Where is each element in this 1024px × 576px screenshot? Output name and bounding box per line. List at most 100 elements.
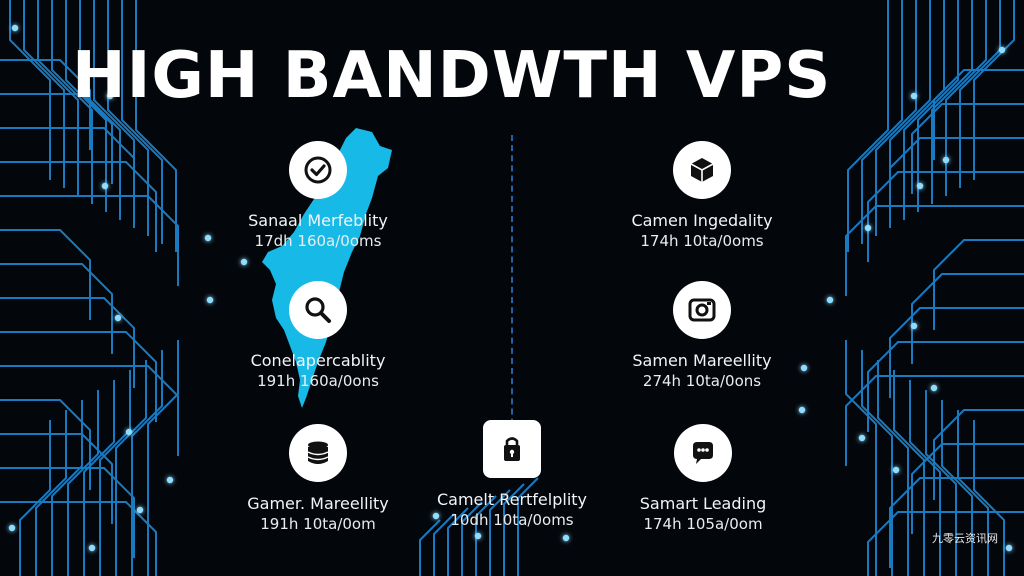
circuit-trace bbox=[925, 390, 957, 576]
circuit-trace bbox=[945, 0, 987, 196]
circuit-trace bbox=[847, 0, 889, 252]
feature-item: Camen Ingedality 174h 10ta/0oms bbox=[582, 141, 822, 251]
center-divider bbox=[511, 135, 513, 455]
circuit-node bbox=[125, 428, 133, 436]
circuit-node bbox=[106, 92, 114, 100]
circuit-trace bbox=[867, 341, 1024, 432]
circuit-node bbox=[88, 544, 96, 552]
circuit-trace bbox=[933, 239, 1024, 330]
circuit-trace bbox=[0, 297, 135, 388]
feature-subtitle: 191h 10ta/0om bbox=[260, 515, 376, 533]
circuit-trace bbox=[889, 307, 1024, 398]
circuit-node bbox=[1005, 544, 1013, 552]
circuit-trace bbox=[861, 0, 903, 244]
circuit-node bbox=[930, 384, 938, 392]
circuit-trace bbox=[83, 380, 115, 576]
feature-item: Sanaal Merfeblity 17dh 160a/0oms bbox=[198, 141, 438, 251]
circuit-trace bbox=[419, 519, 441, 576]
circuit-trace bbox=[0, 501, 157, 576]
circuit-trace bbox=[877, 360, 909, 576]
circuit-node bbox=[892, 466, 900, 474]
circuit-node bbox=[240, 258, 248, 266]
circuit-trace bbox=[51, 400, 83, 576]
checkmark-icon bbox=[289, 141, 347, 199]
feature-title: Camelt Rertfelplity bbox=[436, 490, 587, 509]
feature-subtitle: 10dh 10ta/0oms bbox=[450, 511, 574, 529]
circuit-trace bbox=[893, 370, 925, 576]
circuit-trace bbox=[845, 340, 877, 576]
feature-subtitle: 274h 10ta/0ons bbox=[642, 372, 762, 390]
circuit-trace bbox=[35, 410, 67, 576]
watermark-text: 九零云资讯网 bbox=[932, 532, 998, 545]
circuit-trace bbox=[911, 273, 1024, 364]
circuit-trace bbox=[503, 483, 525, 576]
feature-subtitle: 191h 160a/0ons bbox=[257, 372, 379, 390]
circuit-trace bbox=[107, 0, 149, 236]
circuit-node bbox=[798, 406, 806, 414]
circuit-trace bbox=[867, 511, 1024, 576]
circuit-node bbox=[206, 296, 214, 304]
circuit-trace bbox=[135, 0, 177, 252]
circuit-node bbox=[8, 524, 16, 532]
circuit-node bbox=[916, 182, 924, 190]
circuit-trace bbox=[475, 495, 497, 576]
database-icon bbox=[289, 424, 347, 482]
circuit-trace bbox=[65, 0, 107, 212]
feature-subtitle: 174h 10ta/0oms bbox=[640, 232, 764, 250]
circuit-trace bbox=[0, 331, 157, 422]
circuit-node bbox=[562, 534, 570, 542]
circuit-node bbox=[11, 24, 19, 32]
feature-item: Conelapercablity 191h 160a/0ons bbox=[198, 281, 438, 391]
circuit-trace bbox=[37, 0, 79, 196]
circuit-trace bbox=[909, 380, 941, 576]
circuit-trace bbox=[889, 477, 1024, 568]
feature-item: Gamer. Mareellity 191h 10ta/0om bbox=[198, 424, 438, 534]
feature-item: Samen Mareellity 274h 10ta/0ons bbox=[582, 281, 822, 391]
circuit-trace bbox=[433, 513, 455, 576]
circuit-trace bbox=[941, 400, 973, 576]
circuit-trace bbox=[0, 229, 91, 320]
circuit-node bbox=[136, 506, 144, 514]
circuit-trace bbox=[447, 507, 469, 576]
feature-title: Conelapercablity bbox=[250, 351, 386, 370]
circuit-trace bbox=[931, 0, 973, 204]
circuit-trace bbox=[131, 350, 163, 576]
circuit-trace bbox=[903, 0, 945, 220]
circuit-trace bbox=[911, 103, 1024, 194]
circuit-node bbox=[474, 532, 482, 540]
circuit-trace bbox=[933, 409, 1024, 500]
circuit-trace bbox=[79, 0, 121, 220]
lock-tag-icon bbox=[483, 420, 541, 478]
circuit-node bbox=[826, 296, 834, 304]
circuit-node bbox=[114, 314, 122, 322]
page-title: HIGH BANDWTH VPS bbox=[72, 39, 832, 113]
circuit-trace bbox=[917, 0, 959, 212]
circuit-trace bbox=[517, 477, 539, 576]
cube-icon bbox=[673, 141, 731, 199]
circuit-trace bbox=[875, 0, 917, 236]
circuit-trace bbox=[9, 0, 51, 180]
circuit-trace bbox=[861, 350, 893, 576]
circuit-node bbox=[800, 364, 808, 372]
circuit-trace bbox=[933, 69, 1024, 160]
circuit-node bbox=[942, 156, 950, 164]
feature-item: Camelt Rertfelplity 10dh 10ta/0oms bbox=[392, 420, 632, 530]
circuit-node bbox=[101, 182, 109, 190]
circuit-trace bbox=[67, 390, 99, 576]
magnifier-icon bbox=[289, 281, 347, 339]
feature-title: Samen Mareellity bbox=[632, 351, 772, 370]
circuit-node bbox=[166, 476, 174, 484]
circuit-trace bbox=[957, 410, 989, 576]
circuit-trace bbox=[489, 489, 511, 576]
circuit-trace bbox=[889, 0, 931, 228]
circuit-node bbox=[910, 322, 918, 330]
circuit-trace bbox=[959, 0, 1001, 188]
circuit-trace bbox=[0, 467, 135, 558]
feature-subtitle: 17dh 160a/0oms bbox=[254, 232, 382, 250]
feature-title: Sanaal Merfeblity bbox=[248, 211, 388, 230]
feature-title: Camen Ingedality bbox=[631, 211, 773, 230]
circuit-trace bbox=[121, 0, 163, 244]
circuit-trace bbox=[461, 501, 483, 576]
